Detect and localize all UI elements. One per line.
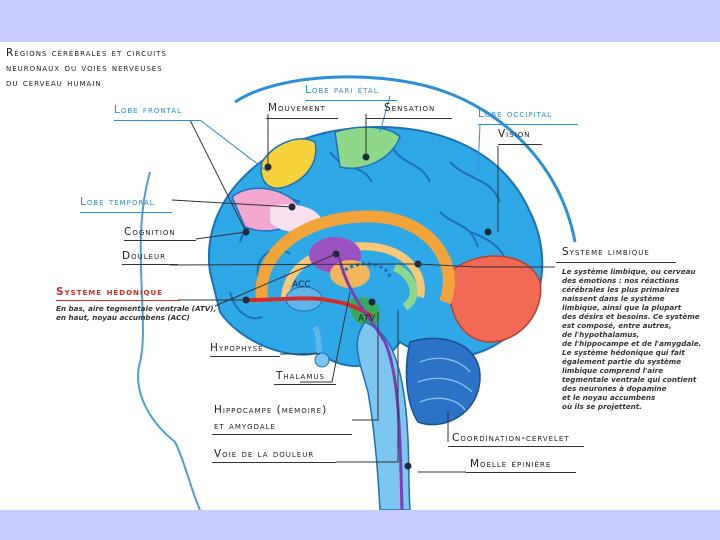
sensation-area [334,126,401,169]
limbic-green [392,263,418,311]
underline-hypophyse [210,356,280,357]
label-lobe-occipital: Lobe occipital [478,108,552,120]
limbique-note-line: des émotions : nos réactions [562,276,679,285]
underline-sensation [366,118,452,119]
cerebellum [405,337,481,426]
limbique-note-line: limbique, ainsi que la plupart [562,303,682,312]
underline-systeme-hedonique [56,300,180,301]
underline-mouvement [266,118,338,119]
label-hippocampe-line-1: Hippocampe (mémoire) [214,404,328,416]
pain-pathway [336,251,404,510]
limbique-note-line: cérébrales les plus primaires [562,285,680,294]
label-moelle-epiniere: Moelle épinière [470,458,552,470]
limbique-note-line: tegmentale ventrale qui contient [562,375,697,384]
limbique-note-line: est composé, entre autres, [562,321,672,330]
diagram-canvas: Régions cérébrales et circuits neuronaux… [0,42,720,510]
label-hippocampe-line-2: et amygdale [214,420,276,432]
underline-lobe-temporal [80,212,172,213]
label-systeme-hedonique: Système hédonique [56,286,163,298]
label-voie-douleur: Voie de la douleur [214,448,315,460]
underline-coordination-cervelet [448,446,584,447]
thalamus-core [330,260,370,288]
underline-systeme-limbique [556,262,676,263]
label-hypophyse: Hypophyse [210,342,264,354]
underline-lobe-frontal [114,120,200,121]
hypophyse-body [312,325,323,355]
title-line-2: neuronaux ou voies nerveuses [6,62,163,74]
label-acc: ACC [292,280,311,290]
diagram-title: Régions cérébrales et circuits neuronaux… [6,46,236,91]
brainstem [356,321,411,510]
leader-lines [169,114,555,473]
underline-lobe-occipital [478,124,578,125]
underline-vision [498,144,542,145]
underline-voie-douleur [212,462,336,463]
label-systeme-limbique: Système limbique [562,246,650,258]
limbique-note: Le système limbique, ou cerveau des émot… [562,267,701,411]
label-vision: Vision [498,128,531,140]
motor-area [260,138,317,189]
title-line-1: Régions cérébrales et circuits [6,47,167,59]
limbique-note-line: naissent dans le système [562,294,665,303]
label-douleur: Douleur [122,250,167,262]
limbique-note-line: et le noyau accumbens [562,393,656,402]
limbic-arc-inner [281,242,425,301]
underline-thalamus [274,384,336,385]
label-lobe-temporal: Lobe temporal [80,196,155,208]
underline-cognition [124,240,196,241]
limbique-note-line: Le système hédonique qui fait [562,348,685,357]
label-atv: ATV [358,314,376,324]
limbique-note-line: Le système limbique, ou cerveau [562,267,696,276]
underline-moelle-epiniere [466,472,576,473]
label-thalamus: Thalamus [276,370,325,382]
head-outline [234,75,577,243]
label-sensation: Sensation [384,102,436,114]
label-lobe-parietal: Lobe pari étal [305,84,379,96]
limbique-note-line: limbique comprend l'aire [562,366,664,375]
occipital-area [448,255,542,343]
limbique-note-line: de l'hypothalamus, [562,330,640,339]
limbique-note-line: des désirs et besoins. Ce système [562,312,700,321]
limbique-note-line: de l'hippocampe et de l'amygdale. [562,339,702,348]
label-cognition: Cognition [124,226,176,238]
hedonic-pathway [247,296,374,319]
limbique-note-line: où ils se projettent. [562,402,642,411]
bottom-frame-band [0,510,720,540]
brain-illustration [137,75,577,510]
limbic-arc-outer [255,210,455,305]
underline-lobe-parietal [305,100,397,101]
hedonique-note-line-1: En bas, aire tegmentale ventrale (ATV), [56,304,217,313]
title-line-3: du cerveau humain [6,77,102,89]
blue-leader-lines [199,95,481,173]
hedonique-note-line-2: en haut, noyau accumbens (ACC) [56,313,190,322]
label-lobe-frontal: Lobe frontal [114,104,182,116]
cerebellum-folia [417,357,473,411]
underline-hippocampe [212,434,352,435]
hedonique-note: En bas, aire tegmentale ventrale (ATV), … [56,304,216,322]
top-frame-band [0,0,720,42]
label-coordination-cervelet: Coordination-cervelet [452,432,570,444]
limbique-note-line: des neurones à dopamine [562,384,667,393]
face-outline [137,171,201,510]
label-mouvement: Mouvement [268,102,326,114]
limbique-note-line: également partie du système [562,357,682,366]
hypophyse-gland [314,352,330,368]
underline-douleur [122,264,178,265]
